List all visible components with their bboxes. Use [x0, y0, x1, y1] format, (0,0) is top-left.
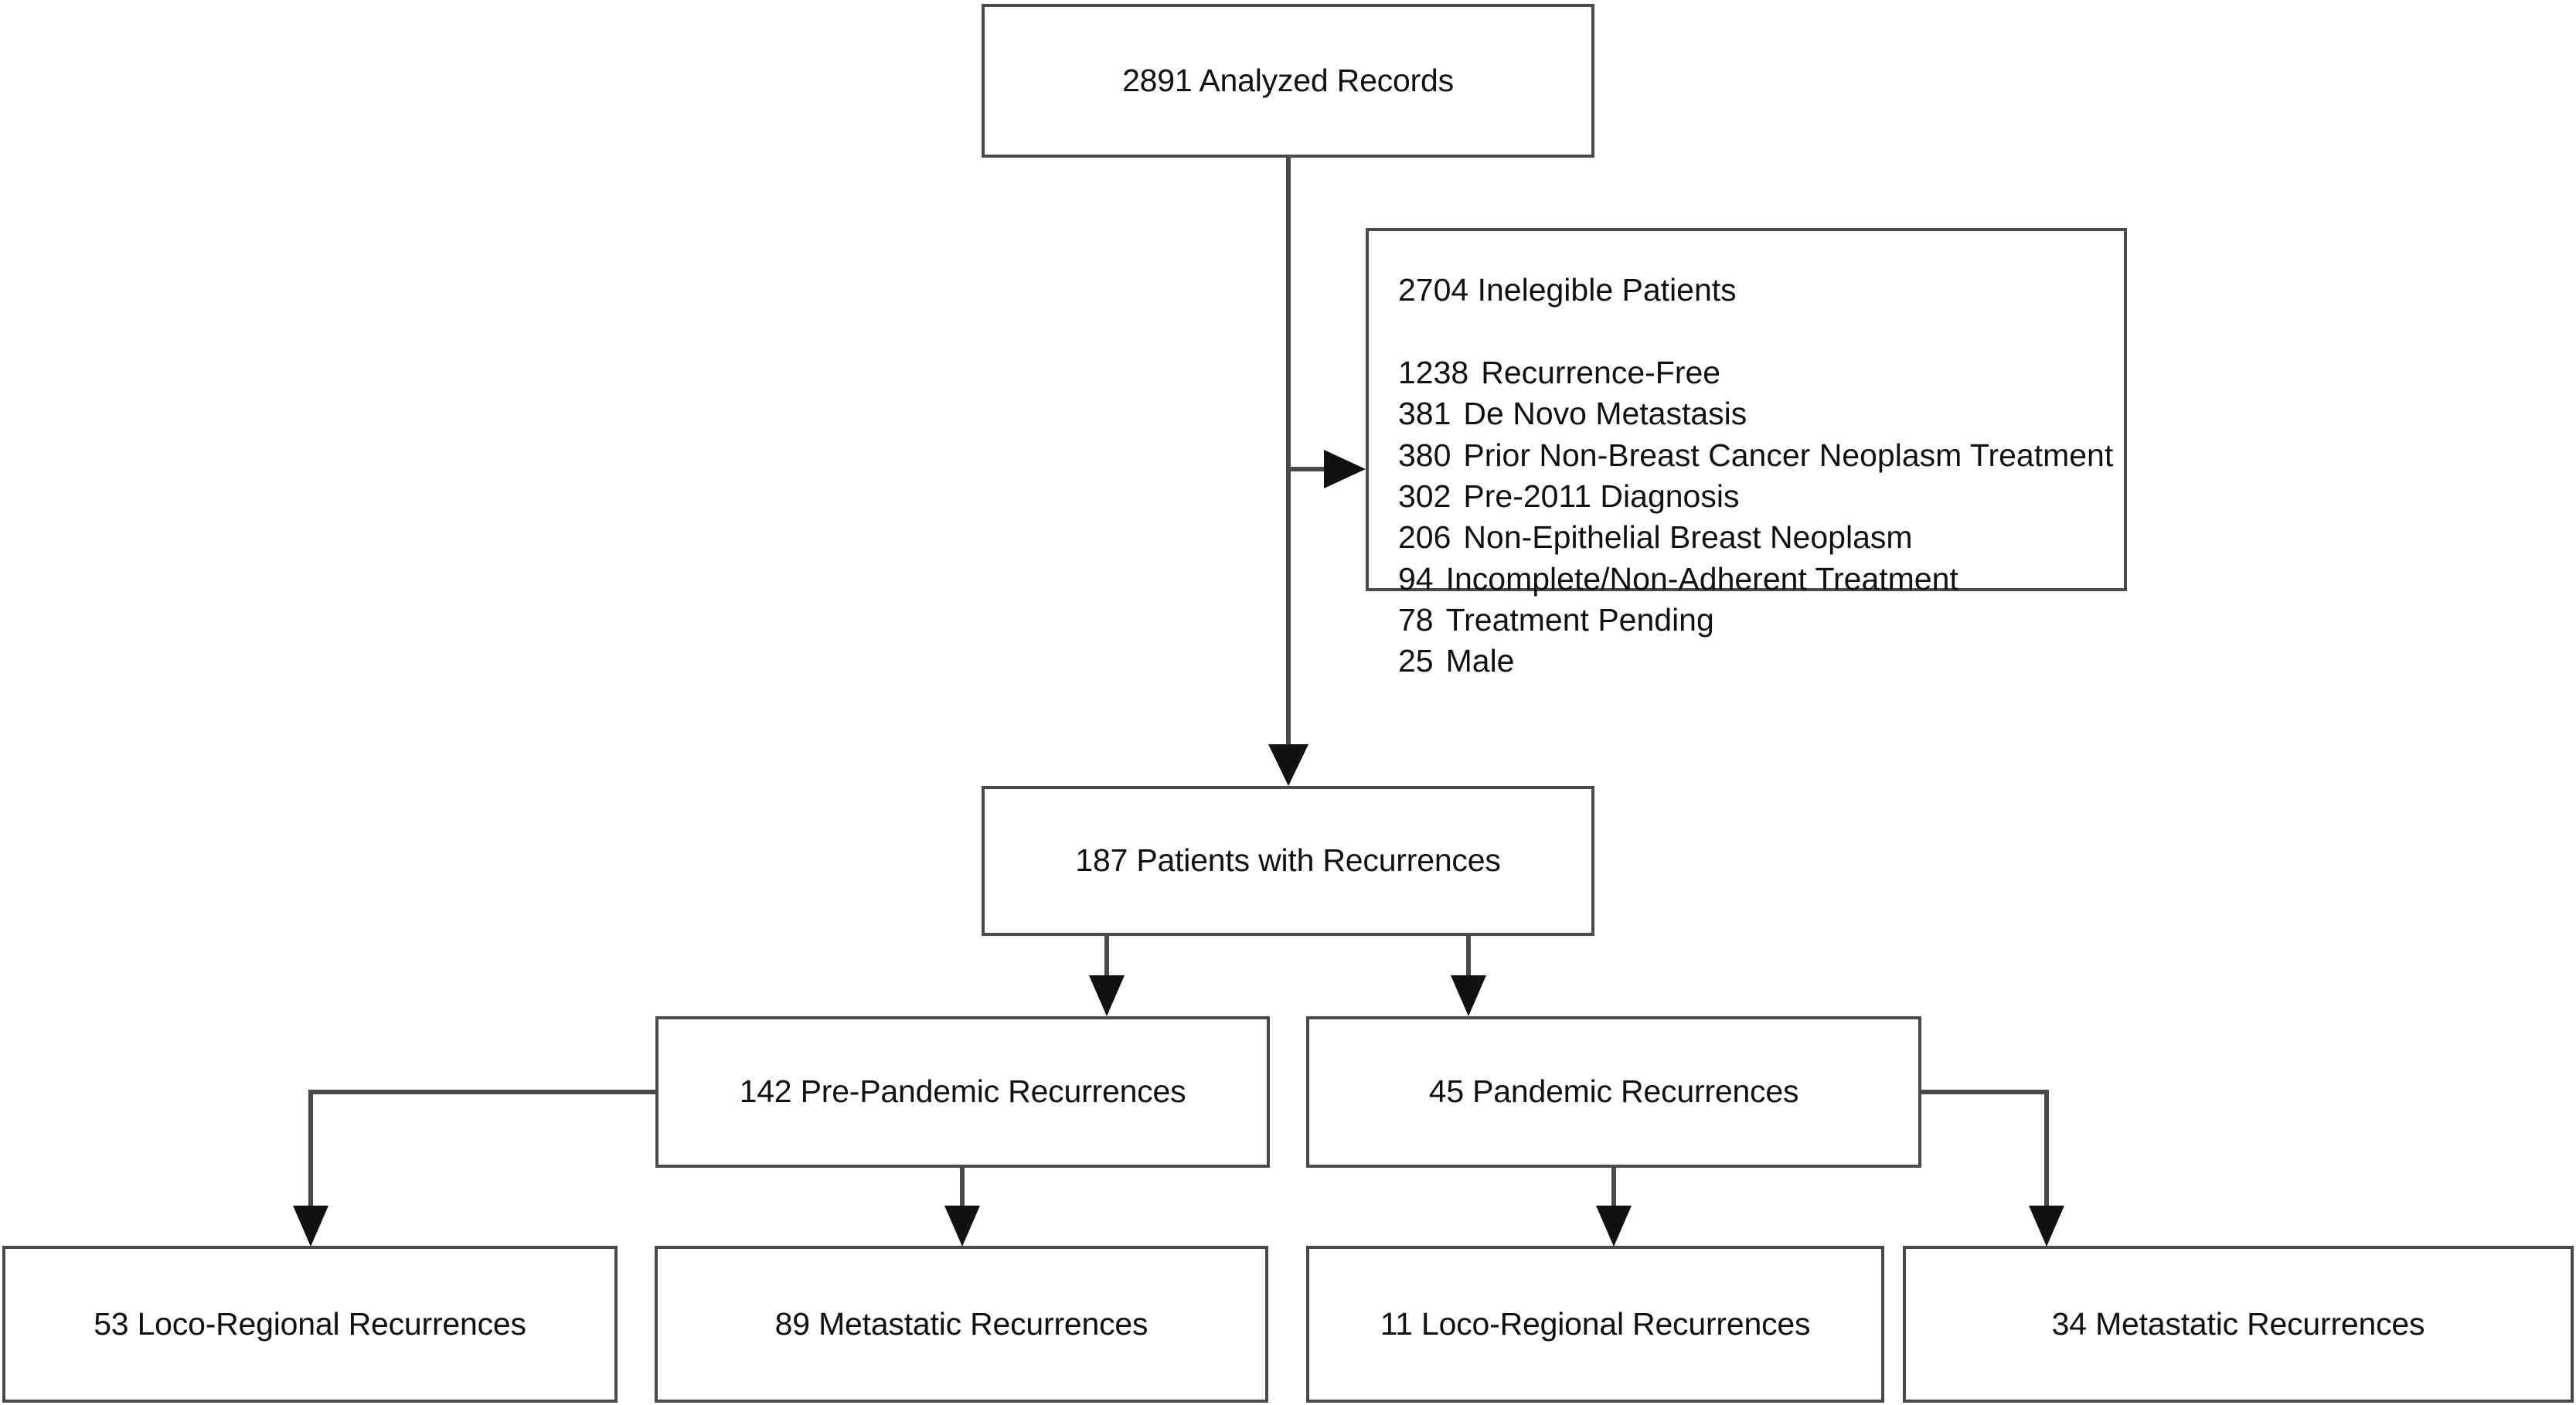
- node-pandemic-loco-regional[interactable]: 11 Loco-Regional Recurrences: [1306, 1246, 1884, 1403]
- node-ineligible-patients[interactable]: 2704 Inelegible Patients 1238 Recurrence…: [1366, 228, 2127, 679]
- list-item: 25 Male: [1398, 641, 2124, 682]
- edge-pre-pandemic-to-loco-regional: [293, 1090, 655, 1247]
- edge-pandemic-to-loco-regional: [1596, 1167, 1632, 1247]
- list-item: 78 Treatment Pending: [1398, 600, 2124, 641]
- reason-label: Treatment Pending: [1445, 601, 1714, 638]
- edge-pre-pandemic-to-metastatic: [944, 1167, 980, 1247]
- node-patients-with-recurrences-label: 187 Patients with Recurrences: [1075, 842, 1501, 879]
- node-ineligible-headline: 2704 Inelegible Patients: [1398, 272, 1737, 308]
- reason-label: De Novo Metastasis: [1463, 396, 1747, 432]
- reason-count: 78: [1398, 601, 1434, 638]
- reason-label: Prior Non-Breast Cancer Neoplasm Treatme…: [1463, 437, 2114, 473]
- edge-recurrences-to-pre-pandemic: [1089, 935, 1125, 1016]
- list-item: 380 Prior Non-Breast Cancer Neoplasm Tre…: [1398, 435, 2124, 476]
- reason-count: 25: [1398, 643, 1434, 679]
- reason-count: 206: [1398, 519, 1451, 556]
- edge-recurrences-to-pandemic: [1451, 935, 1486, 1016]
- edge-analyzed-to-ineligible: [1288, 450, 1366, 488]
- node-pre-pandemic-loco-regional-label: 53 Loco-Regional Recurrences: [94, 1305, 526, 1342]
- node-pandemic-metastatic[interactable]: 34 Metastatic Recurrences: [1903, 1246, 2574, 1403]
- ineligible-reason-list: 1238 Recurrence-Free 381 De Novo Metasta…: [1398, 352, 2124, 682]
- node-pandemic-metastatic-label: 34 Metastatic Recurrences: [2051, 1305, 2425, 1342]
- node-analyzed-records[interactable]: 2891 Analyzed Records: [982, 4, 1594, 158]
- reason-count: 302: [1398, 478, 1451, 515]
- edge-analyzed-to-recurrences: [1268, 157, 1308, 786]
- node-pre-pandemic-recurrences[interactable]: 142 Pre-Pandemic Recurrences: [655, 1016, 1270, 1168]
- list-item: 381 De Novo Metastasis: [1398, 393, 2124, 434]
- node-analyzed-records-label: 2891 Analyzed Records: [1122, 62, 1454, 98]
- node-pre-pandemic-recurrences-label: 142 Pre-Pandemic Recurrences: [739, 1073, 1186, 1110]
- node-pre-pandemic-loco-regional[interactable]: 53 Loco-Regional Recurrences: [2, 1246, 618, 1403]
- reason-label: Pre-2011 Diagnosis: [1463, 478, 1740, 515]
- reason-label: Non-Epithelial Breast Neoplasm: [1463, 519, 1913, 556]
- edge-pandemic-to-metastatic: [1921, 1090, 2064, 1247]
- node-pre-pandemic-metastatic[interactable]: 89 Metastatic Recurrences: [655, 1246, 1268, 1403]
- node-patients-with-recurrences[interactable]: 187 Patients with Recurrences: [982, 786, 1594, 936]
- node-pandemic-loco-regional-label: 11 Loco-Regional Recurrences: [1380, 1305, 1811, 1342]
- list-item: 302 Pre-2011 Diagnosis: [1398, 476, 2124, 517]
- reason-label: Incomplete/Non-Adherent Treatment: [1445, 560, 1958, 597]
- list-item: 1238 Recurrence-Free: [1398, 352, 2124, 393]
- reason-count: 94: [1398, 560, 1434, 597]
- node-pandemic-recurrences-label: 45 Pandemic Recurrences: [1428, 1073, 1799, 1110]
- list-item: 94 Incomplete/Non-Adherent Treatment: [1398, 559, 2124, 600]
- reason-label: Recurrence-Free: [1481, 355, 1721, 391]
- list-item: 206 Non-Epithelial Breast Neoplasm: [1398, 517, 2124, 558]
- reason-label: Male: [1445, 643, 1515, 679]
- reason-count: 380: [1398, 437, 1451, 473]
- reason-count: 1238: [1398, 355, 1469, 391]
- reason-count: 381: [1398, 396, 1451, 432]
- node-pre-pandemic-metastatic-label: 89 Metastatic Recurrences: [774, 1305, 1148, 1342]
- node-pandemic-recurrences[interactable]: 45 Pandemic Recurrences: [1306, 1016, 1921, 1168]
